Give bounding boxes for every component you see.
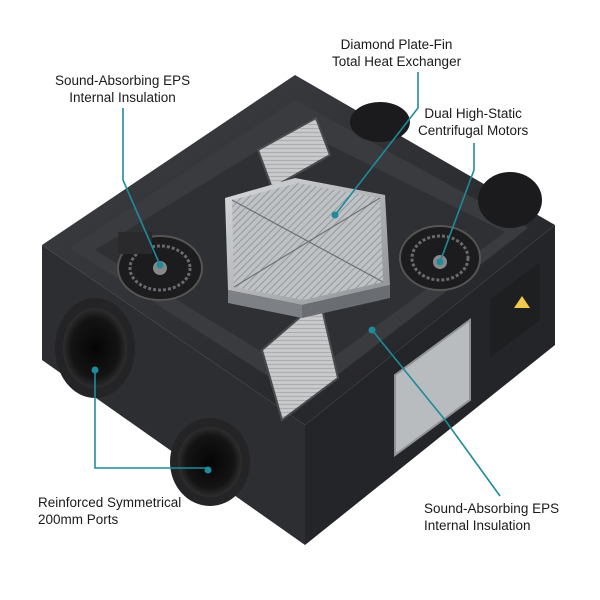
- front-port-right: [170, 418, 250, 506]
- dot-port-left: [91, 366, 99, 374]
- dot-motors: [436, 258, 444, 266]
- label-insulation-bottom: Sound-Absorbing EPS Internal Insulation: [424, 500, 559, 534]
- right-centrifugal-fan: [399, 225, 481, 291]
- label-ports-line1: Reinforced Symmetrical: [38, 495, 182, 510]
- label-motors-line2: Centrifugal Motors: [418, 123, 529, 138]
- front-port-left: [55, 298, 135, 398]
- label-heat-exchanger-line2: Total Heat Exchanger: [332, 54, 462, 69]
- callout-dots: [91, 211, 444, 474]
- dot-insulation-bottom: [368, 326, 376, 334]
- callout-line-insulation-bottom: [371, 329, 501, 497]
- filter-top: [256, 116, 332, 190]
- electrical-box: [490, 262, 540, 358]
- dot-insulation-top: [156, 261, 164, 269]
- heat-exchanger-core: [225, 178, 390, 318]
- callout-line-motors: [439, 143, 475, 263]
- callout-line-insulation-top: [122, 108, 161, 266]
- label-ports-line2: 200mm Ports: [38, 512, 119, 527]
- callout-line-heat-exchanger: [334, 72, 419, 216]
- label-heat-exchanger: Diamond Plate-Fin Total Heat Exchanger: [332, 36, 461, 70]
- label-insulation-bottom-line1: Sound-Absorbing EPS: [424, 501, 560, 516]
- label-ports: Reinforced Symmetrical 200mm Ports: [38, 494, 181, 528]
- label-motors: Dual High-Static Centrifugal Motors: [418, 105, 528, 139]
- rear-port-left: [350, 102, 410, 142]
- label-insulation-bottom-line2: Internal Insulation: [424, 518, 531, 533]
- label-insulation-top: Sound-Absorbing EPS Internal Insulation: [55, 72, 190, 106]
- warning-sticker: [514, 296, 530, 308]
- side-access-panel: [394, 318, 471, 457]
- rear-port-right: [478, 172, 542, 228]
- label-insulation-top-line2: Internal Insulation: [69, 90, 176, 105]
- dot-port-right: [204, 466, 212, 474]
- label-heat-exchanger-line1: Diamond Plate-Fin: [340, 37, 453, 52]
- label-insulation-top-line1: Sound-Absorbing EPS: [55, 73, 191, 88]
- dot-heat-exchanger: [331, 211, 339, 219]
- label-motors-line1: Dual High-Static: [424, 106, 522, 121]
